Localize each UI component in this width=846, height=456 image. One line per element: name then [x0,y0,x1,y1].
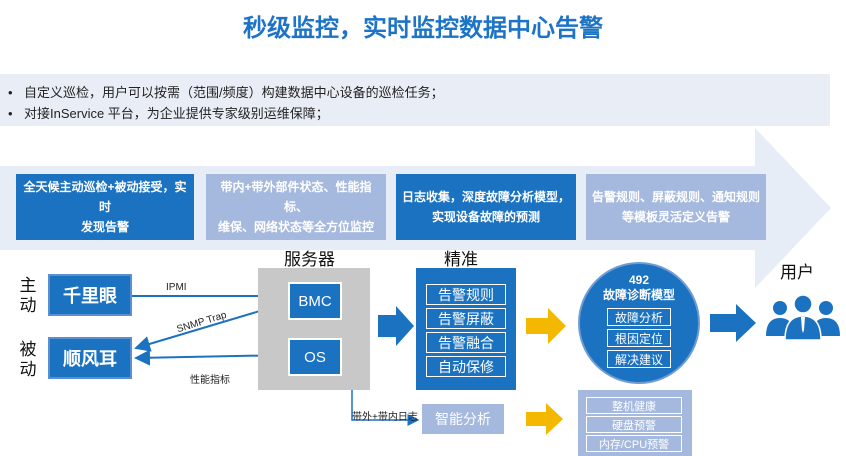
bullet-item: • 自定义巡检，用户可以按需（范围/频度）构建数据中心设备的巡检任务； [8,82,444,101]
feature-line: 等模板灵活定义告警 [621,210,730,224]
feature-line: 发现告警 [80,220,129,234]
auto-warranty-item[interactable]: 自动保修 [426,356,506,377]
model-to-user-arrow [710,304,756,342]
machine-health-item[interactable]: 整机健康 [586,397,682,414]
bullet-text: 对接InService 平台，为企业提供专家级别运维保障； [24,106,329,121]
feature-card: 日志收集，深度故障分析模型， 实现设备故障的预测 [396,174,576,240]
active-label: 主动 [19,276,37,315]
banner-arrow-head [755,128,831,288]
precise-box: 告警规则 告警屏蔽 告警融合 自动保修 [416,268,516,390]
os-button[interactable]: OS [288,338,342,376]
bullet-marker: • [8,85,13,100]
precise-to-model-arrow [526,308,566,344]
feature-card: 带内+带外部件状态、性能指标、维保、网络状态等全方位监控 [206,174,386,240]
user-label: 用户 [780,263,814,282]
feature-line: 日志收集，深度故障分析模型， [402,190,571,204]
alert-rule-item[interactable]: 告警规则 [426,284,506,305]
smart-analysis-box[interactable]: 智能分析 [422,404,504,434]
solution-item[interactable]: 解决建议 [607,350,671,368]
feature-line: 维保、网络状态等全方位监控 [217,220,374,234]
bullet-panel: • 自定义巡检，用户可以按需（范围/频度）构建数据中心设备的巡检任务； • 对接In… [0,74,830,126]
precise-heading: 精准 [444,250,478,269]
bmc-button[interactable]: BMC [288,282,342,320]
server-to-precise-arrow [378,306,414,346]
page-title: 秒级监控，实时监控数据中心告警 [243,15,603,42]
memory-cpu-warning-item[interactable]: 内存/CPU预警 [586,435,682,452]
feature-card: 告警规则、屏蔽规则、通知规则等模板灵活定义告警 [586,174,766,240]
diagnosis-model-circle: 492 故障诊断模型 故障分析 根因定位 解决建议 [578,262,700,384]
bullet-item: • 对接InService 平台，为企业提供专家级别运维保障； [8,103,329,122]
disk-warning-item[interactable]: 硬盘预警 [586,416,682,433]
model-count: 492 [628,273,650,287]
prediction-box: 整机健康 硬盘预警 内存/CPU预警 [578,390,692,456]
feature-line: 实现设备故障的预测 [431,210,540,224]
feature-line: 全天候主动巡检+被动接受，实时 [23,180,187,214]
feature-line: 带内+带外部件状态、性能指标、 [220,180,372,214]
server-heading: 服务器 [284,250,335,269]
feature-line: 告警规则、屏蔽规则、通知规则 [592,190,761,204]
users-icon [766,294,840,341]
fault-analysis-item[interactable]: 故障分析 [607,308,671,326]
alert-merge-item[interactable]: 告警融合 [426,332,506,353]
qianliyan-agent[interactable]: 千里眼 [48,274,132,316]
smart-to-prediction-arrow [526,403,563,435]
model-name: 故障诊断模型 [602,288,675,302]
ipmi-label: IPMI [166,282,187,293]
log-label: 带外+带内日志 [352,412,418,423]
shunfenger-agent[interactable]: 顺风耳 [48,337,132,379]
alert-shield-item[interactable]: 告警屏蔽 [426,308,506,329]
bullet-text: 自定义巡检，用户可以按需（范围/频度）构建数据中心设备的巡检任务； [24,85,444,100]
bullet-marker: • [8,106,13,121]
passive-label: 被动 [19,340,37,379]
root-cause-item[interactable]: 根因定位 [607,329,671,347]
perf-label: 性能指标 [190,375,230,386]
feature-card: 全天候主动巡检+被动接受，实时发现告警 [16,174,194,240]
